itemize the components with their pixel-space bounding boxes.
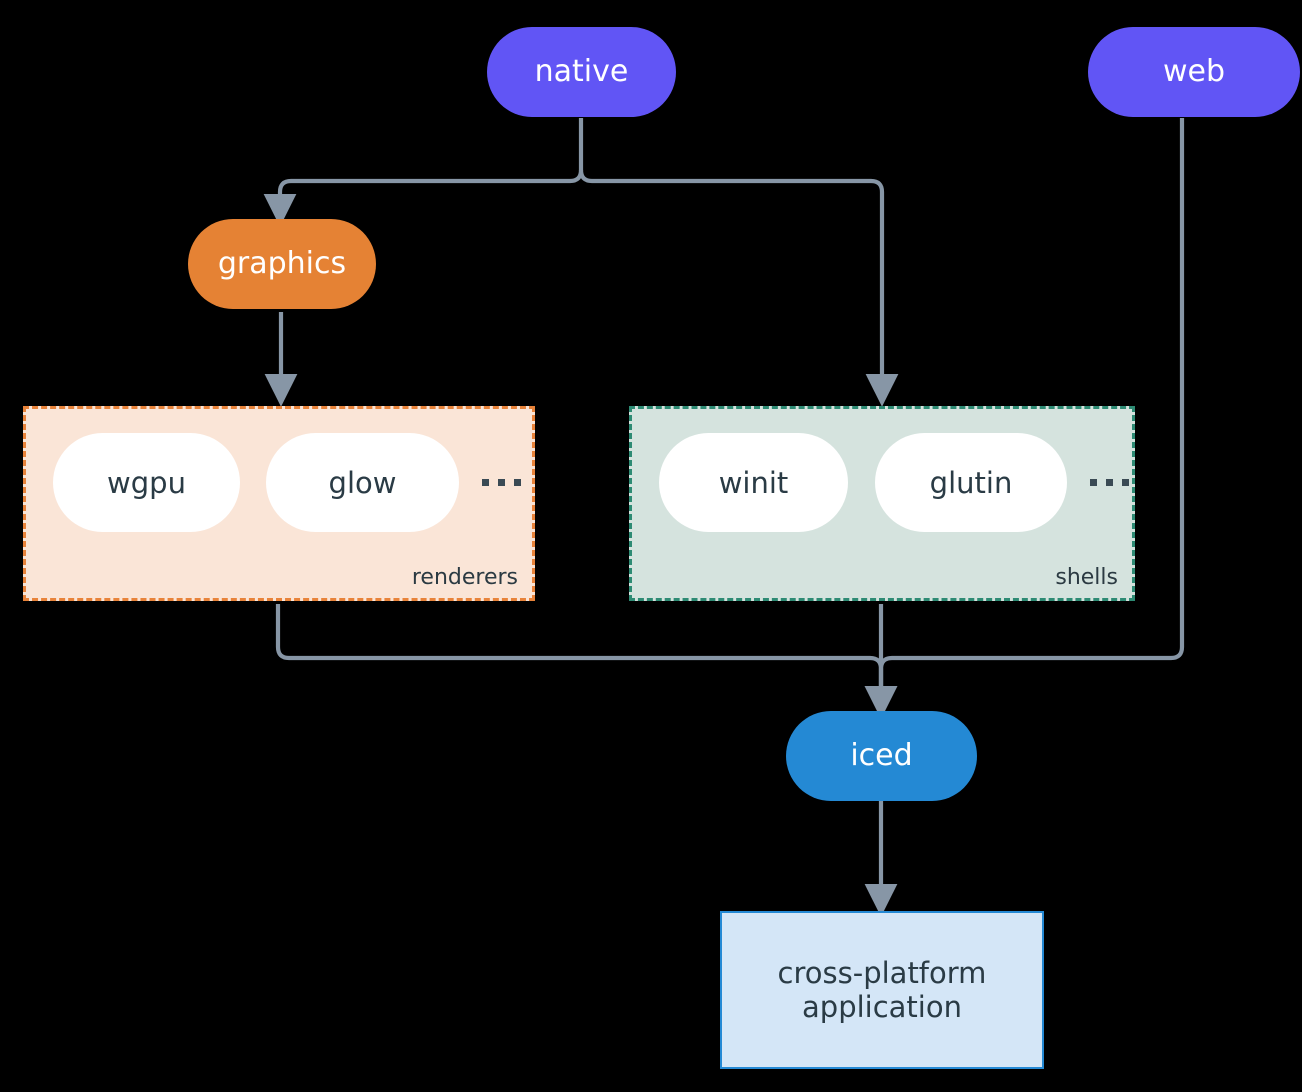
application-label-line-1: cross-platform <box>777 955 987 990</box>
edge-native-to-graphics <box>263 169 584 227</box>
leaf-glow[interactable]: glow <box>266 433 459 532</box>
node-web[interactable]: web <box>1088 27 1300 117</box>
cluster-renderers[interactable]: wgpu glow renderers <box>23 406 535 601</box>
renderers-overflow-ellipsis <box>482 479 521 486</box>
cluster-shells-label: shells <box>1055 565 1118 590</box>
edge-native-to-shells <box>578 169 899 407</box>
edge-renderers-to-iced <box>275 604 898 719</box>
node-iced[interactable]: iced <box>786 711 977 801</box>
shells-overflow-ellipsis <box>1090 479 1129 486</box>
leaf-glutin[interactable]: glutin <box>875 433 1067 532</box>
node-cross-platform-application[interactable]: cross-platform application <box>720 911 1044 1069</box>
application-label-line-2: application <box>802 990 962 1024</box>
cluster-shells[interactable]: winit glutin shells <box>629 406 1135 601</box>
cluster-renderers-label: renderers <box>411 565 518 590</box>
node-graphics[interactable]: graphics <box>188 219 376 309</box>
leaf-wgpu[interactable]: wgpu <box>53 433 240 532</box>
leaf-winit[interactable]: winit <box>659 433 848 532</box>
node-native[interactable]: native <box>487 27 676 117</box>
